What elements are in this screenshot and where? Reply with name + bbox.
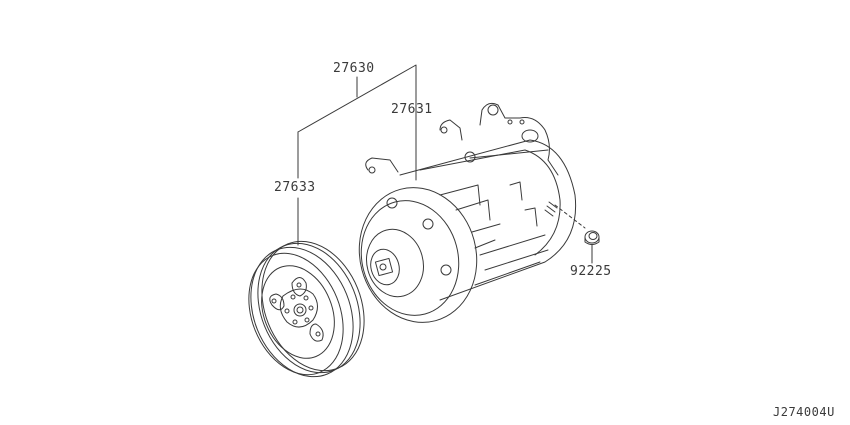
callout-27633[interactable]: 27633 bbox=[274, 180, 316, 195]
compressor-body bbox=[344, 103, 575, 335]
flange-nut bbox=[585, 231, 599, 245]
clutch-pulley bbox=[232, 226, 383, 392]
callout-92225[interactable]: 92225 bbox=[570, 264, 612, 279]
callout-27631[interactable]: 27631 bbox=[391, 102, 433, 117]
diagram-code: J274004U bbox=[773, 405, 835, 419]
leader-lines bbox=[298, 65, 592, 263]
callout-27630[interactable]: 27630 bbox=[333, 61, 375, 76]
